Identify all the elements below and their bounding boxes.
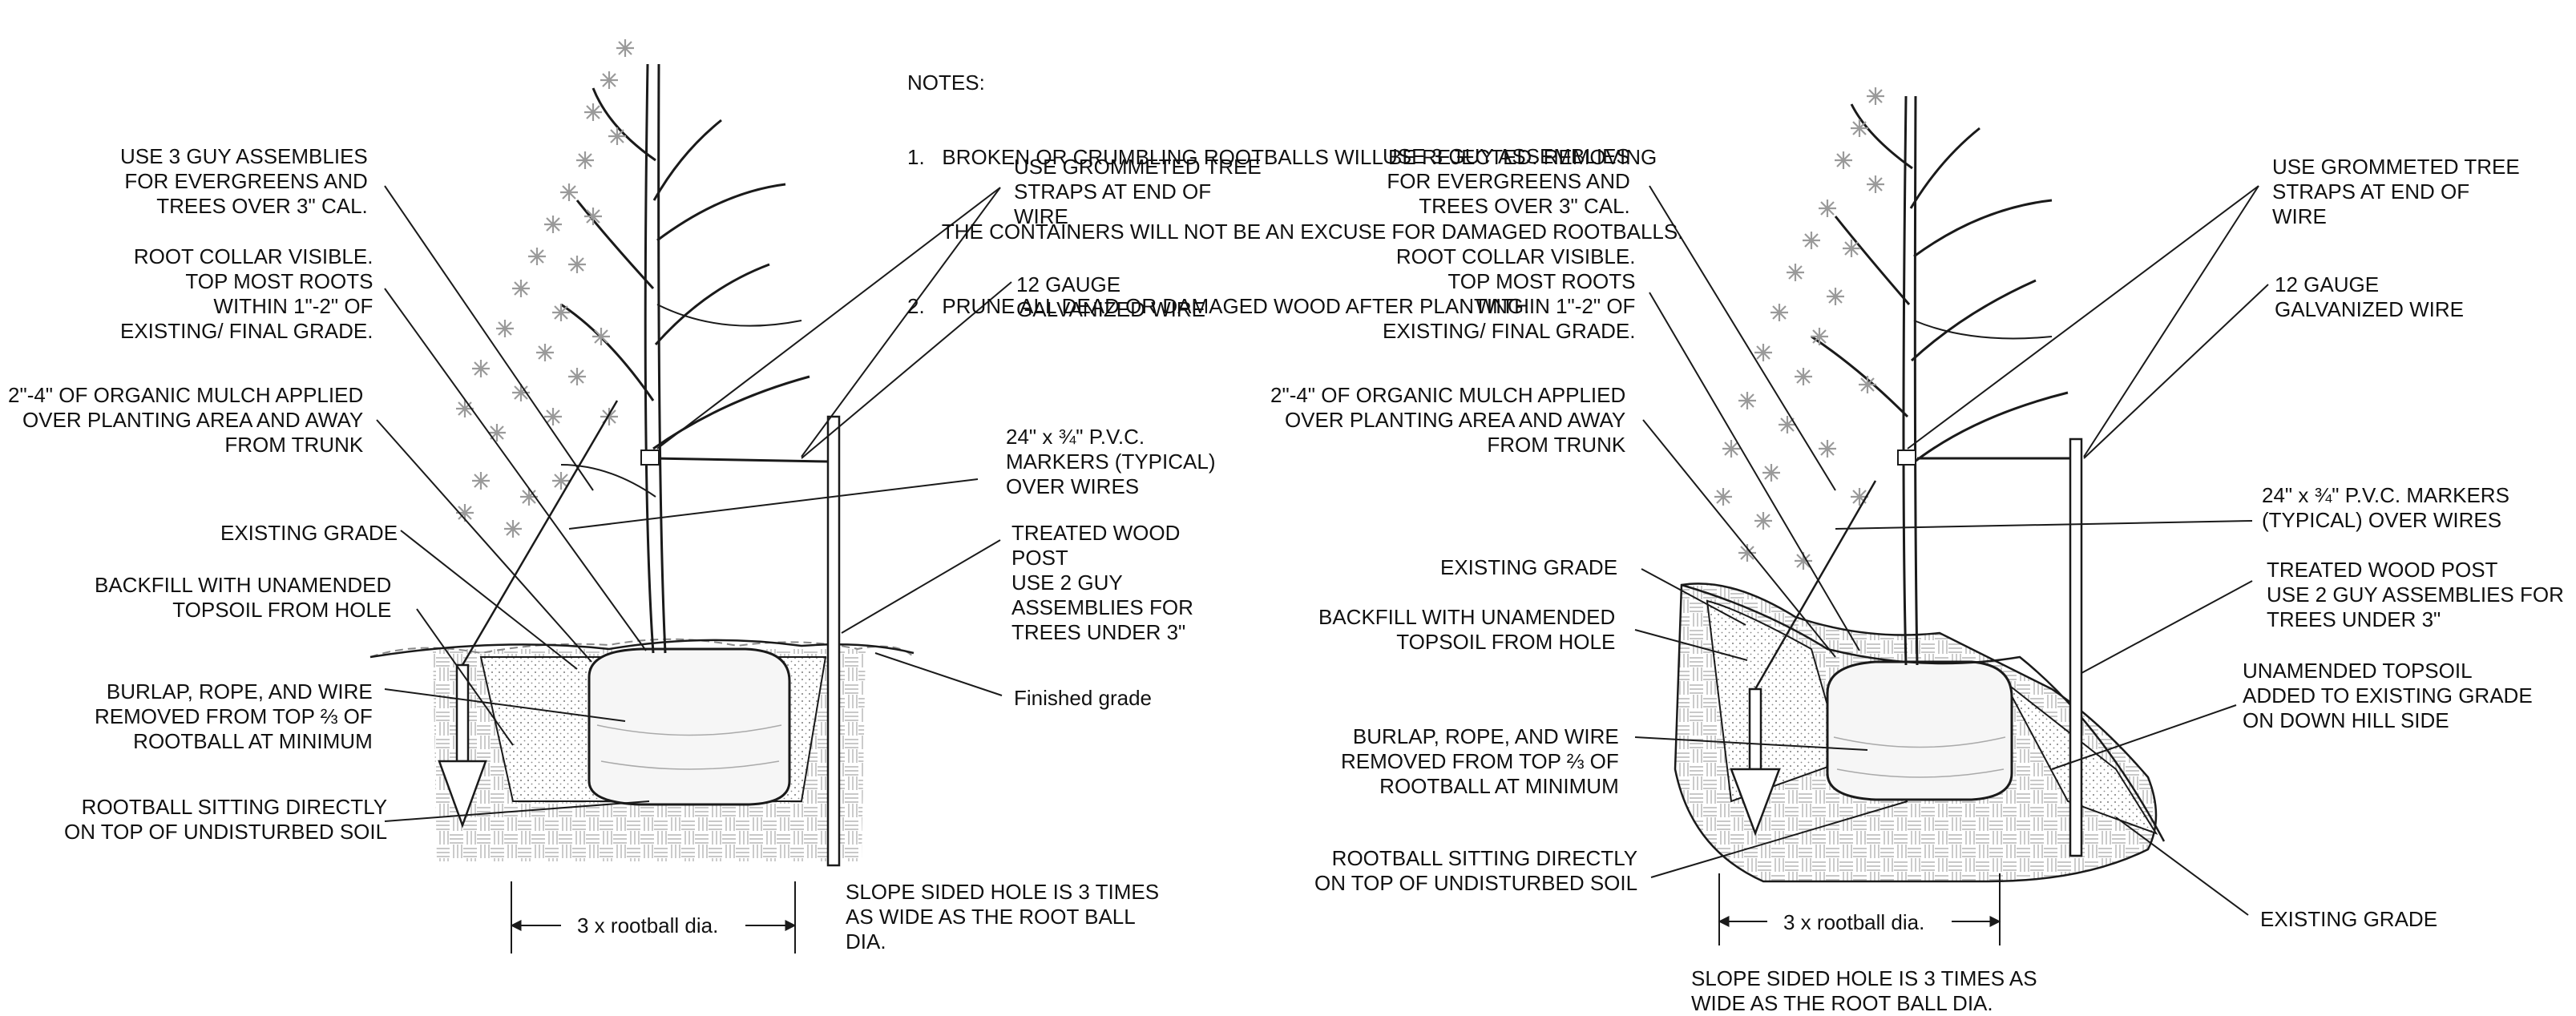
note-line-3: 2. PRUNE ALL DEAD OR DAMAGED WOOD AFTER … [907, 294, 1530, 318]
right-label-backfill: BACKFILL WITH UNAMENDED TOPSOIL FROM HOL… [1318, 605, 1616, 654]
left-label-wire: 12 GAUGE GALVANIZED WIRE [1016, 272, 1205, 321]
right-dimension [1718, 873, 2001, 945]
left-label-guy-assemblies: USE 3 GUY ASSEMBLIES FOR EVERGREENS AND … [120, 144, 368, 218]
right-detail [1634, 86, 2269, 945]
left-label-straps: USE GROMMETED TREE STRAPS AT END OF WIRE [1014, 155, 1262, 228]
left-stake-post [640, 415, 841, 867]
notes-heading: NOTES: [907, 71, 985, 95]
right-label-root-collar: ROOT COLLAR VISIBLE. TOP MOST ROOTS WITH… [1383, 244, 1636, 343]
note-line-2: THE CONTAINERS WILL NOT BE AN EXCUSE FOR… [907, 220, 1684, 244]
right-label-dimension: 3 x rootball dia. [1783, 910, 1925, 934]
left-dimension [510, 881, 797, 954]
left-ground-anchor [438, 400, 619, 829]
left-tree [560, 63, 810, 654]
right-label-wire: 12 GAUGE GALVANIZED WIRE [2275, 272, 2464, 321]
right-label-slope-hole: SLOPE SIDED HOLE IS 3 TIMES AS WIDE AS T… [1691, 966, 2037, 1015]
left-label-rootball: ROOTBALL SITTING DIRECTLY ON TOP OF UNDI… [64, 795, 388, 844]
left-label-markers: 24" x ¾" P.V.C. MARKERS (TYPICAL) OVER W… [1006, 425, 1216, 498]
right-label-mulch: 2"-4" OF ORGANIC MULCH APPLIED OVER PLAN… [1270, 383, 1626, 457]
right-foliage [1713, 86, 1886, 571]
right-label-markers: 24" x ¾" P.V.C. MARKERS (TYPICAL) OVER W… [2262, 483, 2509, 532]
right-label-guy-assemblies: USE 3 GUY ASSEMBLIES FOR EVERGREENS AND … [1383, 144, 1630, 218]
left-label-post: TREATED WOOD POST USE 2 GUY ASSEMBLIES F… [1011, 521, 1193, 644]
left-label-existing-grade: EXISTING GRADE [220, 521, 398, 545]
right-ground-anchor [1730, 480, 1877, 837]
right-stake-post [1897, 437, 2083, 857]
right-backfill [1706, 599, 1845, 803]
left-detail [369, 38, 1012, 954]
left-label-mulch: 2"-4" OF ORGANIC MULCH APPLIED OVER PLAN… [8, 383, 364, 457]
left-label-dimension: 3 x rootball dia. [577, 913, 719, 937]
left-leader-lines [376, 185, 1012, 822]
right-label-existing-grade-top: EXISTING GRADE [1440, 555, 1618, 579]
right-label-post: TREATED WOOD POST USE 2 GUY ASSEMBLIES F… [2267, 558, 2564, 631]
right-label-rootball: ROOTBALL SITTING DIRECTLY ON TOP OF UNDI… [1314, 846, 1638, 895]
left-finished-grade-line [369, 639, 915, 659]
left-label-backfill: BACKFILL WITH UNAMENDED TOPSOIL FROM HOL… [95, 573, 392, 622]
left-label-finished-grade: Finished grade [1014, 686, 1152, 710]
right-label-burlap: BURLAP, ROPE, AND WIRE REMOVED FROM TOP … [1341, 724, 1619, 798]
right-tree [1811, 95, 2069, 666]
left-label-burlap: BURLAP, ROPE, AND WIRE REMOVED FROM TOP … [95, 679, 373, 753]
right-label-straps: USE GROMMETED TREE STRAPS AT END OF WIRE [2272, 155, 2520, 228]
note-line-1: 1. BROKEN OR CRUMBLING ROOTBALLS WILL BE… [907, 145, 1657, 169]
right-label-existing-grade-bottom: EXISTING GRADE [2260, 907, 2438, 931]
right-label-topsoil: UNAMENDED TOPSOIL ADDED TO EXISTING GRAD… [2243, 659, 2533, 732]
left-rootball [587, 647, 791, 806]
notes-block: NOTES: 1. BROKEN OR CRUMBLING ROOTBALLS … [907, 21, 1683, 344]
left-label-slope-hole: SLOPE SIDED HOLE IS 3 TIMES AS WIDE AS T… [846, 880, 1160, 954]
left-label-root-collar: ROOT COLLAR VISIBLE. TOP MOST ROOTS WITH… [120, 244, 373, 343]
right-rootball [1826, 660, 2013, 801]
right-leader-lines [1634, 185, 2269, 916]
